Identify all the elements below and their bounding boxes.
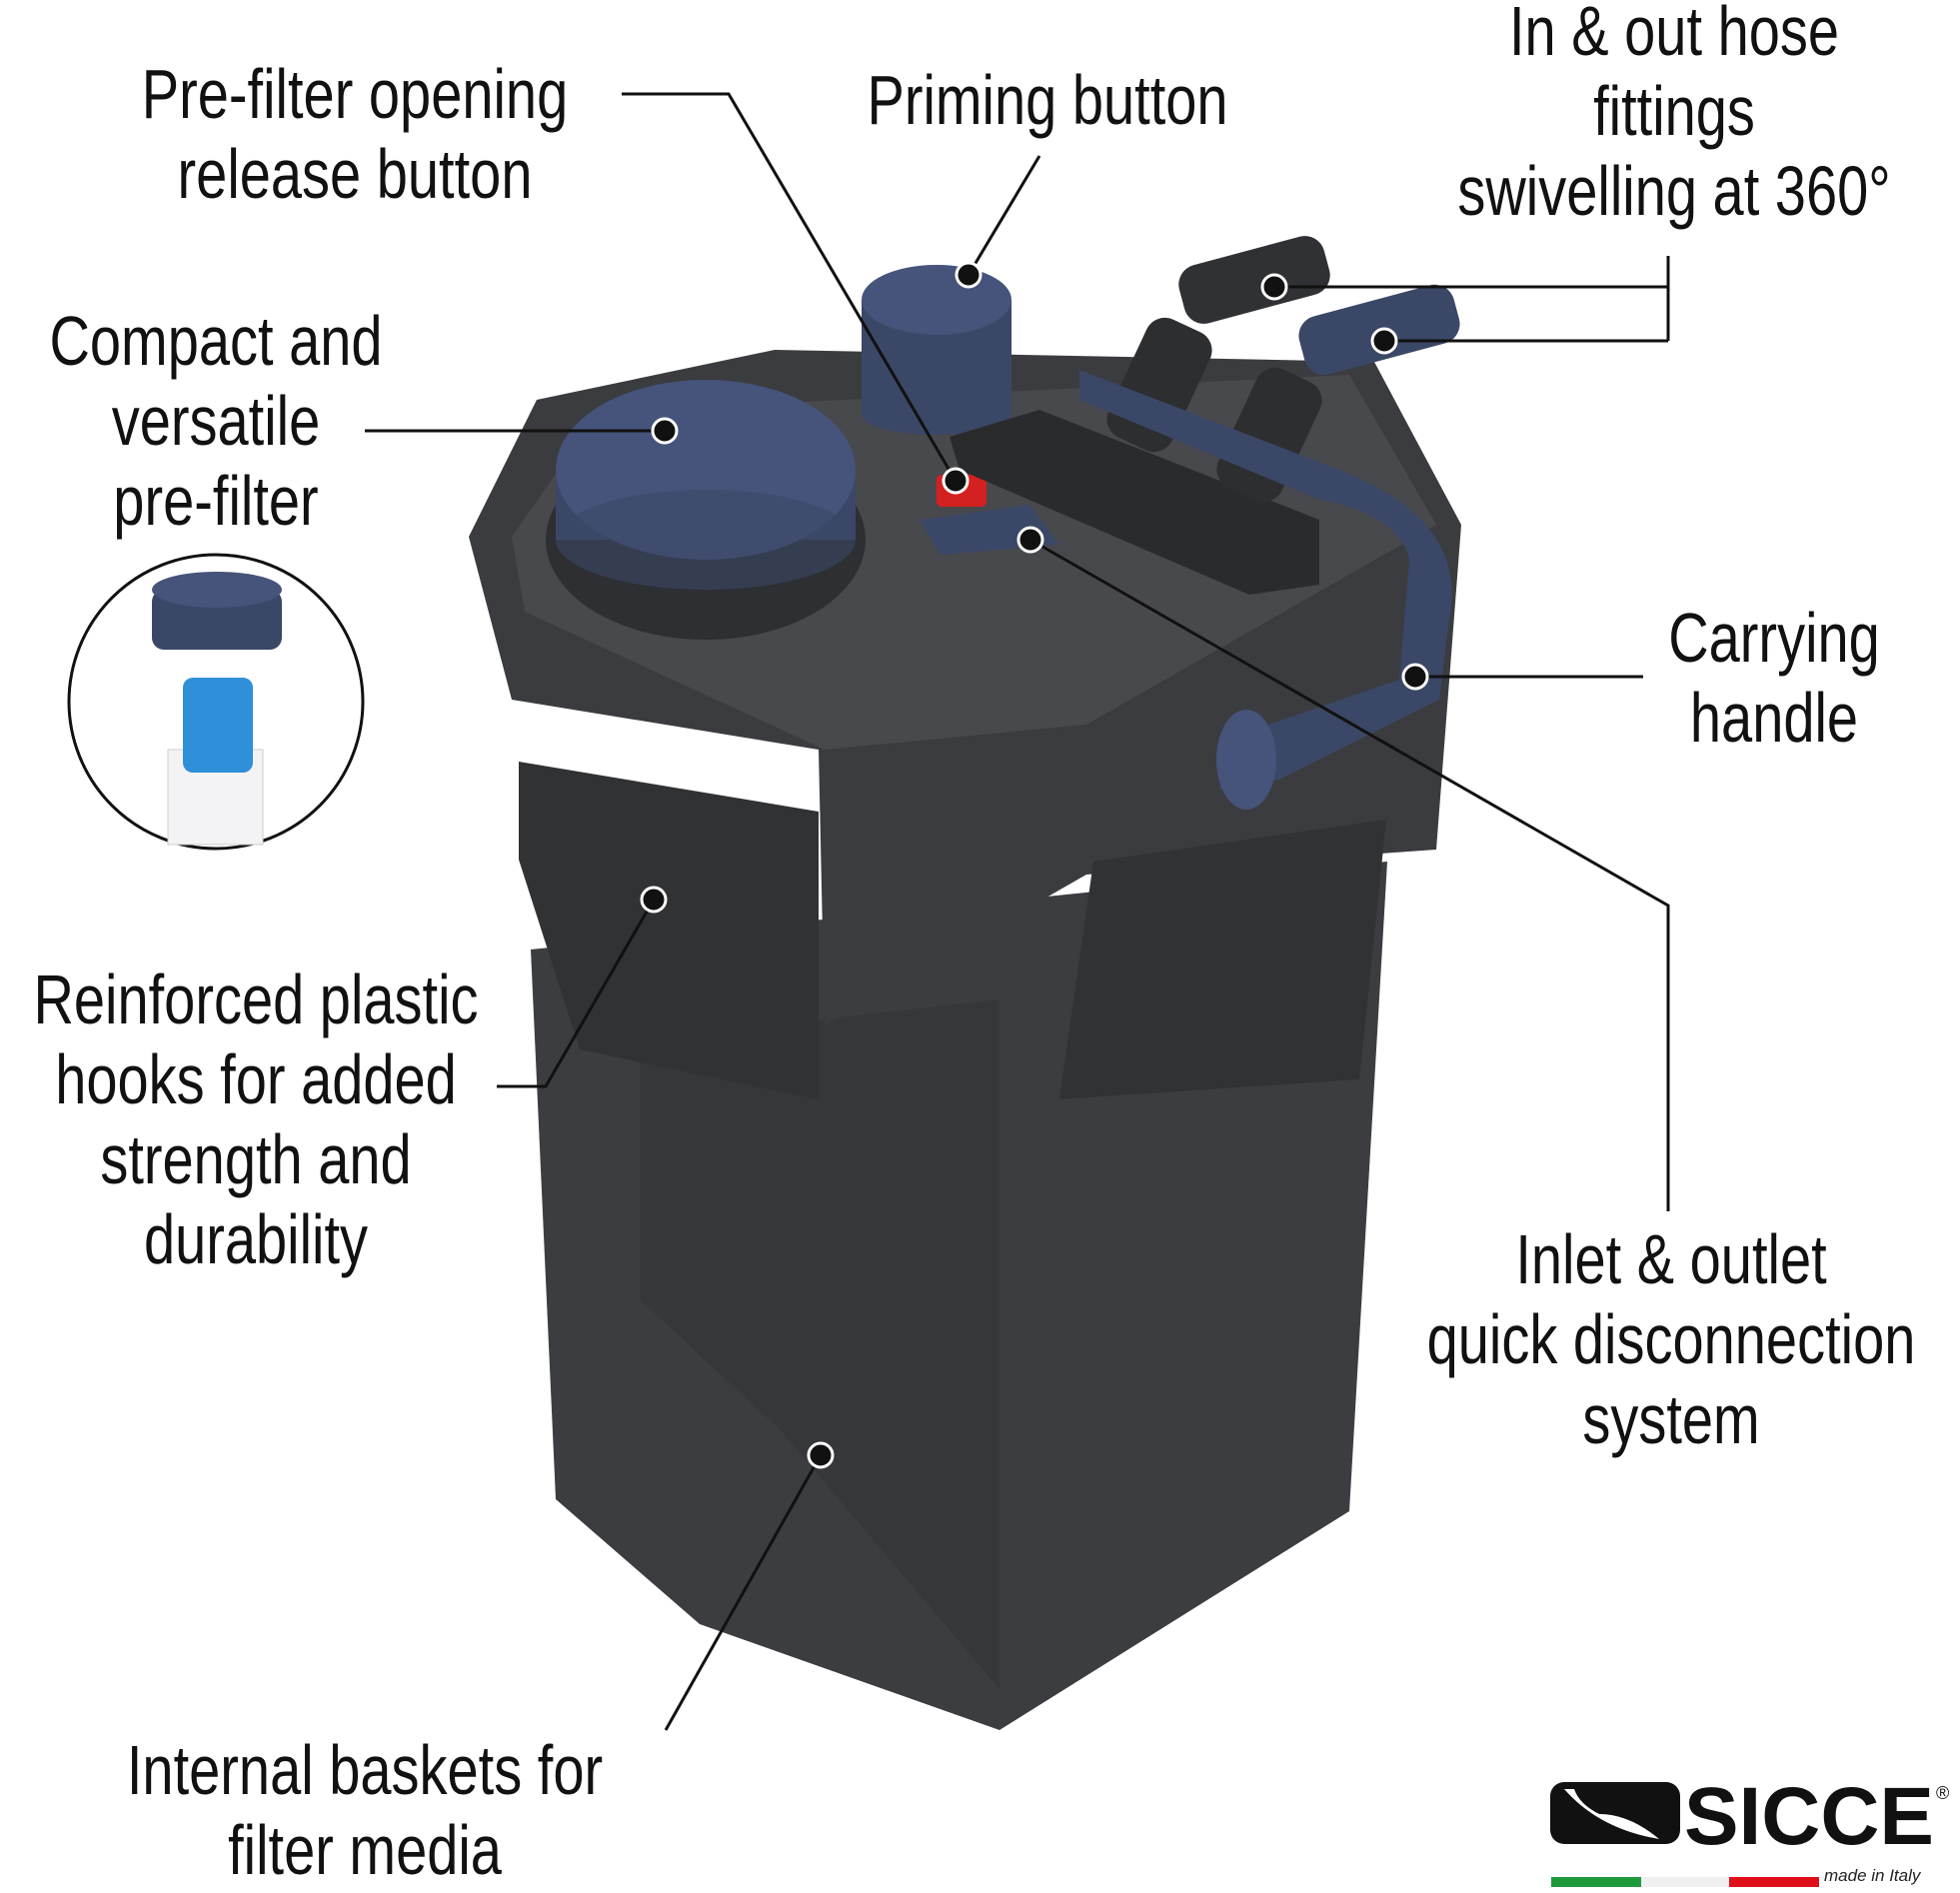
- hose-fitting-in: [1216, 367, 1322, 503]
- callout-line: quick disconnection: [1426, 1300, 1916, 1378]
- flag-white: [1641, 1877, 1729, 1887]
- hook-left: [519, 762, 819, 1099]
- callout-line: filter media: [228, 1811, 502, 1889]
- flag-red: [1729, 1877, 1819, 1887]
- flag-green: [1551, 1877, 1641, 1887]
- svg-text:SICCE: SICCE: [1684, 1771, 1934, 1862]
- callout-line: Carrying: [1668, 599, 1880, 677]
- callout-carrying-handle: Carrying handle: [1614, 598, 1934, 758]
- callout-line: durability: [143, 1200, 369, 1278]
- priming-cap: [862, 265, 1011, 335]
- callout-line: Internal baskets for: [126, 1731, 604, 1809]
- callout-priming-button: Priming button: [848, 60, 1247, 140]
- quick-disconnect-lever: [950, 410, 1319, 595]
- callout-line: Inlet & outlet: [1515, 1220, 1827, 1298]
- callout-dots: [640, 261, 1429, 1469]
- svg-text:®: ®: [1936, 1783, 1949, 1803]
- callout-line: Compact and: [49, 302, 383, 380]
- callout-line: fittings: [1593, 72, 1755, 150]
- sponge-icon: [183, 678, 253, 773]
- filter-body-shade: [640, 999, 999, 1689]
- callout-line: pre-filter: [113, 462, 319, 540]
- carrying-handle: [1079, 370, 1452, 790]
- callout-line: In & out hose: [1508, 0, 1839, 70]
- callout-line: Reinforced plastic: [33, 960, 479, 1038]
- callout-line: Priming button: [867, 61, 1228, 139]
- callout-quick-disconnect: Inlet & outlet quick disconnection syste…: [1391, 1219, 1951, 1459]
- callout-prefilter-release: Pre-filter opening release button: [135, 54, 575, 214]
- callout-line: versatile: [111, 382, 321, 460]
- callout-internal-baskets: Internal baskets for filter media: [85, 1730, 645, 1890]
- callout-line: handle: [1689, 679, 1859, 757]
- callout-line: strength and: [100, 1120, 412, 1198]
- callout-line: swivelling at 360°: [1457, 152, 1891, 230]
- sicce-logo: SICCE ®: [1550, 1771, 1949, 1887]
- callout-hooks: Reinforced plastic hooks for added stren…: [16, 959, 496, 1279]
- callout-hose-fittings: In & out hose fittings swivelling at 360…: [1426, 0, 1922, 231]
- callout-line: Pre-filter opening: [141, 55, 569, 133]
- callout-line: hooks for added: [55, 1040, 457, 1118]
- callout-line: release button: [177, 135, 533, 213]
- callout-prefilter: Compact and versatile pre-filter: [16, 301, 416, 541]
- callout-line: system: [1582, 1380, 1760, 1458]
- logo-tagline: made in Italy: [1824, 1866, 1921, 1885]
- hook-right: [1059, 820, 1386, 1099]
- leader-lines: [365, 92, 1670, 1731]
